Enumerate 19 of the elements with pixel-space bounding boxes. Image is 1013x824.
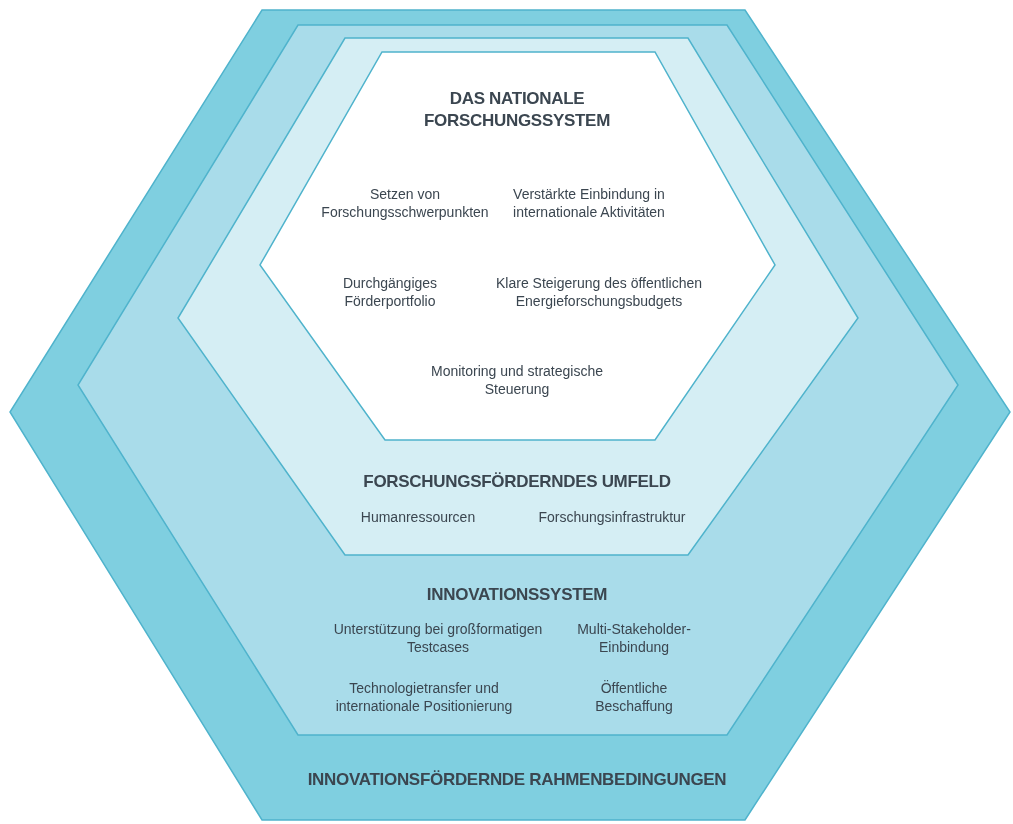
item-text: Öffentliche Beschaffung (594, 679, 674, 715)
item-text: Klare Steigerung des öffentlichen Energieforschungsbudgets (495, 274, 703, 310)
item-text: Forschungsinfrastruktur (537, 508, 687, 526)
item-text: Verstärkte Einbindung in internationale Aktivitäten (512, 185, 666, 221)
hexagon-panel (258, 50, 777, 442)
item-text: Unterstützung bei großformatigen Testcases (332, 620, 544, 656)
item-text: Durchgängiges Förderportfolio (341, 274, 439, 310)
section-heading: FORSCHUNGSFÖRDERNDES UMFELD (362, 471, 672, 493)
item-text: Technologietransfer und internationale Positionierung (334, 679, 514, 715)
section-heading: INNOVATIONSSYSTEM (425, 584, 609, 606)
hexagon-panel (176, 36, 860, 557)
hexagon-panel (76, 23, 960, 737)
section-heading: DAS NATIONALE FORSCHUNGSSYSTEM (423, 88, 611, 132)
hexagon-panel (8, 8, 1013, 822)
section-heading: INNOVATIONSFÖRDERNDE RAHMENBEDINGUNGEN (306, 769, 728, 791)
item-text: Monitoring und strategische Steuerung (430, 362, 604, 398)
item-text: Multi-Stakeholder-Einbindung (576, 620, 692, 656)
item-text: Humanressourcen (359, 508, 477, 526)
item-text: Setzen von Forschungsschwerpunkten (320, 185, 490, 221)
